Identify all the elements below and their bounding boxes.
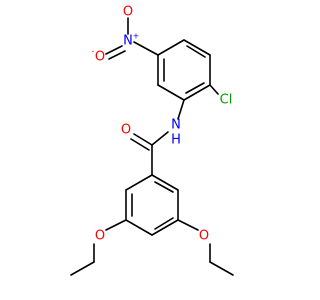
ethoxy-left-bond — [70, 261, 95, 276]
nitro-oxygen-charge: - — [92, 47, 95, 56]
ring-bottom-bond — [125, 219, 153, 236]
ethoxy-right-bond — [177, 219, 199, 231]
amide-hydrogen-label: H — [171, 133, 181, 148]
ether-oxygen-left-label: O — [95, 229, 105, 244]
nitro-bond — [133, 41, 159, 56]
nitro-oxygen-minus-label: O — [95, 50, 105, 65]
ring-top-double-bond — [185, 82, 205, 94]
bond-layer — [70, 17, 234, 276]
nitro-nitrogen-charge: + — [133, 32, 140, 41]
ring-bottom-bond — [151, 219, 179, 236]
nitro-bond — [105, 45, 123, 55]
ring-bottom-double-bond — [154, 181, 174, 193]
carbonyl-double-bond — [130, 138, 150, 151]
ring-top-bond — [157, 84, 185, 101]
ring-bottom-bond — [125, 174, 153, 191]
amide-nitrogen-label: N — [171, 118, 181, 133]
chloro-bond — [209, 84, 219, 95]
carbonyl-bond — [133, 133, 153, 146]
nitro-double-bond — [108, 50, 126, 60]
nitro-oxygen-label: O — [123, 5, 133, 20]
ethoxy-left-bond — [105, 219, 127, 231]
ring-top-bond — [183, 39, 211, 56]
ether-oxygen-right-label: O — [199, 229, 209, 244]
nitro-nitrogen-label: N — [123, 34, 133, 49]
atom-label-layer: O - N + O Cl N H O O O — [92, 5, 233, 244]
carbonyl-oxygen-label: O — [121, 123, 131, 138]
ring-bottom-bond — [151, 174, 179, 191]
chlorine-label: Cl — [220, 93, 233, 108]
amide-bond — [151, 131, 169, 146]
molecule-structure: O - N + O Cl N H O O O — [70, 5, 234, 276]
ring-top-bond — [183, 84, 211, 101]
ring-bottom-double-bond — [154, 217, 174, 230]
amide-bond — [177, 99, 185, 120]
ring-top-bond — [157, 39, 185, 56]
ring-top-double-bond — [186, 45, 206, 58]
ethoxy-right-bond — [209, 261, 234, 276]
